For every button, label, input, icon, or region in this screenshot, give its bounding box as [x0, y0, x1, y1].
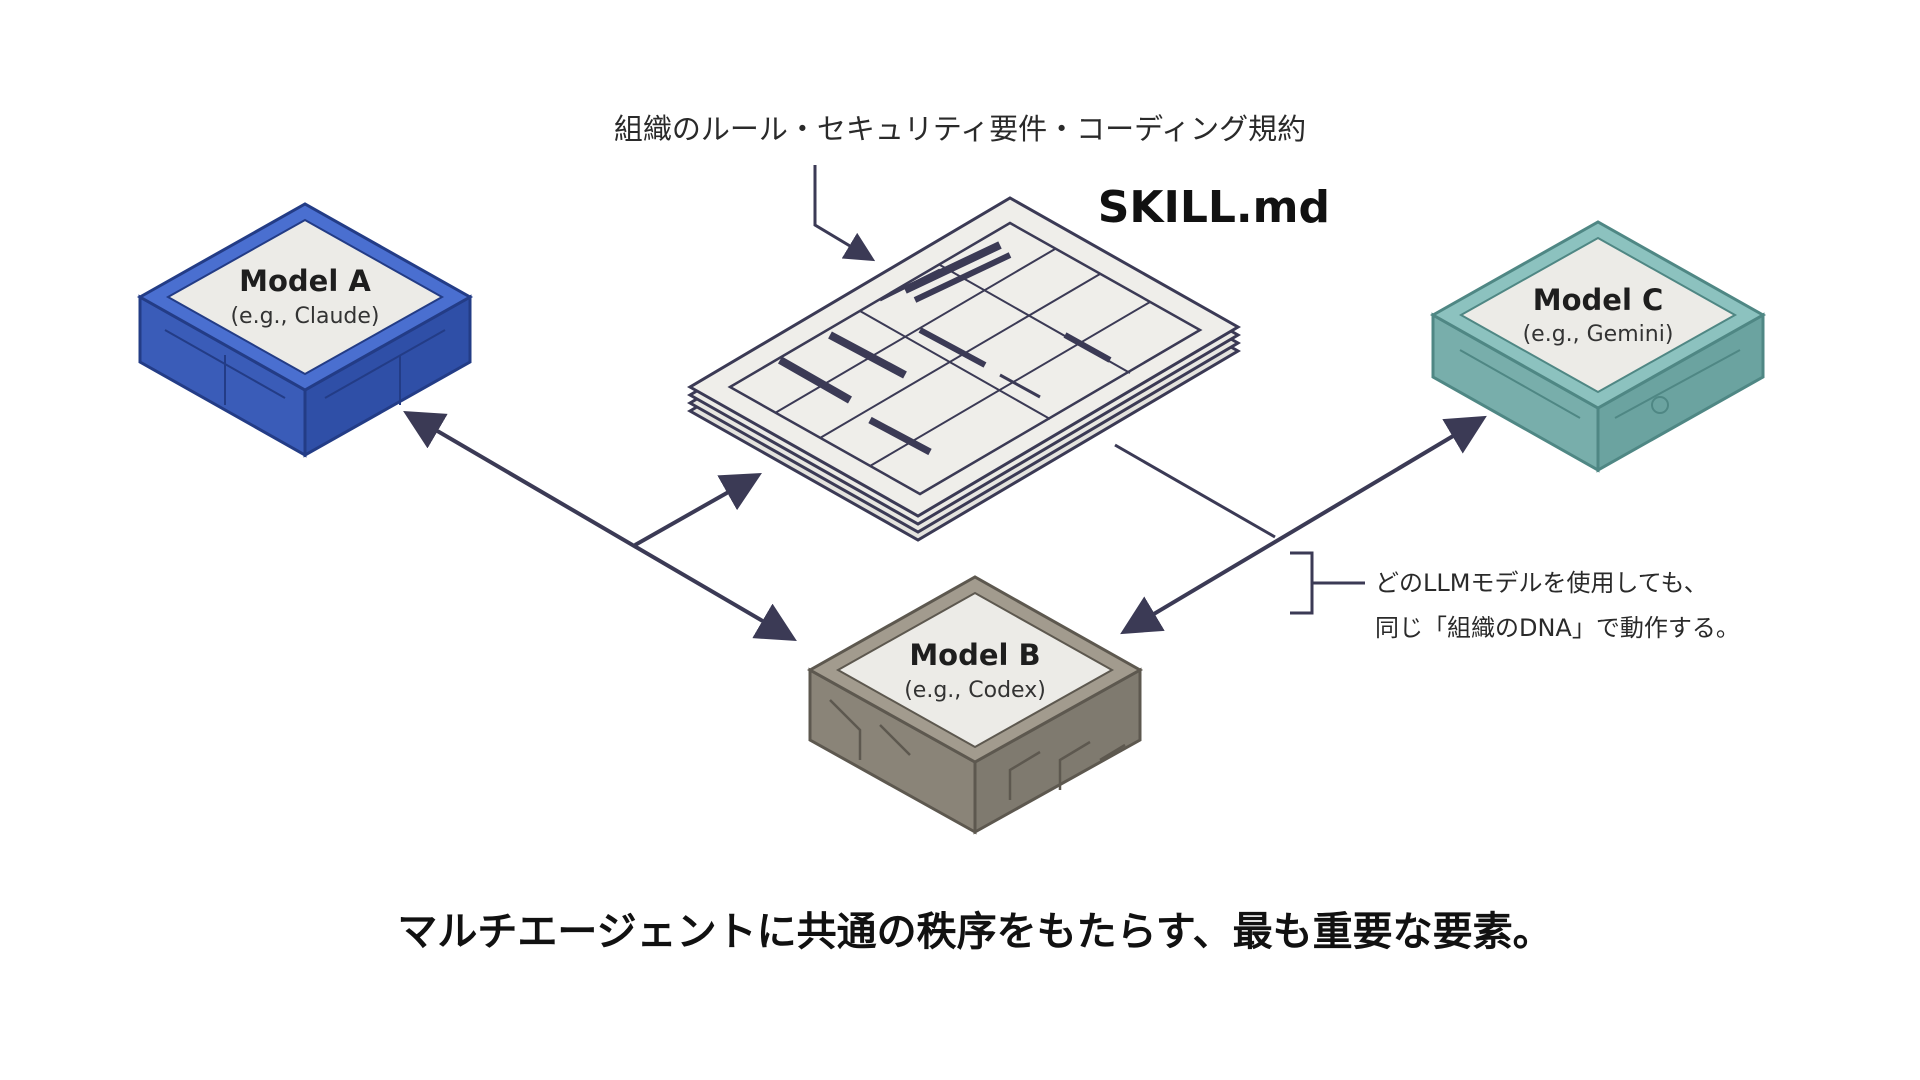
label-pointer-arrow	[813, 165, 876, 262]
arrow-model-c-to-model-b	[1120, 415, 1487, 635]
note-line-1: どのLLMモデルを使用しても、	[1375, 569, 1708, 597]
skill-document-stack	[687, 196, 1241, 542]
model-c-name: Model C	[1533, 283, 1664, 317]
model-b-name: Model B	[909, 638, 1040, 672]
model-a-box: Model A (e.g., Claude)	[136, 202, 474, 458]
model-b-example: (e.g., Codex)	[904, 678, 1046, 703]
note-line-2: 同じ「組織のDNA」で動作する。	[1375, 614, 1740, 642]
model-b-box: Model B (e.g., Codex)	[806, 575, 1144, 835]
model-a-name: Model A	[239, 264, 371, 298]
arrow-to-document	[634, 473, 762, 547]
note-bracket	[1290, 551, 1365, 615]
caption: マルチエージェントに共通の秩序をもたらす、最も重要な要素。	[397, 909, 1552, 955]
model-c-example: (e.g., Gemini)	[1523, 322, 1674, 347]
document-title: SKILL.md	[1098, 182, 1330, 233]
top-label: 組織のルール・セキュリティ要件・コーディング規約	[614, 112, 1306, 146]
arrow-model-a-to-model-b	[403, 410, 797, 642]
document-branch-line	[1114, 443, 1276, 539]
model-a-example: (e.g., Claude)	[230, 304, 379, 329]
model-c-box: Model C (e.g., Gemini)	[1429, 220, 1767, 473]
